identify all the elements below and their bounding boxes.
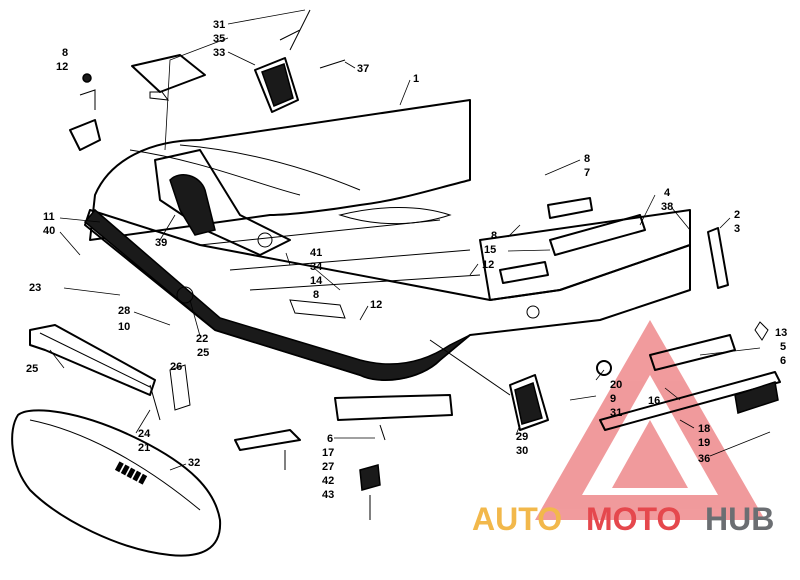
- watermark-hub: HUB: [705, 501, 774, 537]
- right-parts: [429, 197, 781, 431]
- callout-25: 25: [197, 347, 209, 359]
- callout-29: 29: [516, 431, 528, 443]
- callout-42: 42: [322, 475, 334, 487]
- callout-28: 28: [118, 305, 130, 317]
- callouts: 31 35 33 37 8 12 1 8 7 11 40 39 4 38 2 3…: [26, 19, 787, 501]
- callout-10: 10: [118, 321, 130, 333]
- svg-text:▮▮▮▮▮: ▮▮▮▮▮: [114, 458, 150, 486]
- callout-40: 40: [43, 225, 55, 237]
- callout-24: 24: [138, 428, 151, 440]
- vent-cover: [131, 54, 206, 93]
- callout-8: 8: [584, 153, 590, 165]
- watermark-moto: MOTO: [586, 501, 681, 537]
- watermark-triangle-inner: [612, 420, 688, 488]
- callout-8: 8: [313, 289, 319, 301]
- callout-31: 31: [213, 19, 225, 31]
- callout-11: 11: [43, 211, 55, 223]
- left-parts: ▮▮▮▮▮: [11, 324, 222, 557]
- callout-12: 12: [482, 259, 494, 271]
- callout-12: 12: [370, 299, 382, 311]
- callout-41: 41: [310, 247, 322, 259]
- nose-cone: [11, 409, 222, 557]
- callout-39: 39: [155, 237, 167, 249]
- callout-6: 6: [327, 433, 333, 445]
- callout-8: 8: [491, 230, 497, 242]
- callout-33: 33: [213, 47, 225, 59]
- callout-37: 37: [357, 63, 369, 75]
- callout-3: 3: [734, 223, 740, 235]
- top-parts: [69, 9, 346, 151]
- callout-7: 7: [584, 167, 590, 179]
- callout-35: 35: [213, 33, 225, 45]
- console-block: [154, 149, 291, 256]
- watermark-triangle: [535, 320, 765, 520]
- callout-25: 25: [26, 363, 38, 375]
- lower-parts: [234, 394, 453, 520]
- lower-strip: [334, 394, 453, 421]
- callout-16: 16: [648, 395, 660, 407]
- bumper-bar: [29, 324, 156, 396]
- callout-36: 36: [698, 453, 710, 465]
- watermark-auto: AUTO: [472, 501, 562, 537]
- callout-34: 34: [310, 261, 323, 273]
- callout-6: 6: [780, 355, 786, 367]
- callout-31: 31: [610, 407, 622, 419]
- watermark-text: AUTO MOTO HUB: [472, 501, 774, 537]
- callout-8: 8: [62, 47, 68, 59]
- callout-4: 4: [664, 187, 671, 199]
- hood-outline: [89, 99, 471, 241]
- side-panel-dark: [83, 208, 471, 381]
- callout-13: 13: [775, 327, 787, 339]
- callout-30: 30: [516, 445, 528, 457]
- leader-lines: [49, 9, 771, 471]
- callout-19: 19: [698, 437, 710, 449]
- callout-1: 1: [413, 73, 419, 85]
- callout-26: 26: [170, 361, 182, 373]
- callout-23: 23: [29, 282, 41, 294]
- callout-43: 43: [322, 489, 334, 501]
- callout-5: 5: [780, 341, 786, 353]
- boot-lower: [509, 374, 549, 431]
- callout-9: 9: [610, 393, 616, 405]
- callout-32: 32: [188, 457, 200, 469]
- watermark-logo: [535, 320, 765, 520]
- callout-38: 38: [661, 201, 673, 213]
- callout-27: 27: [322, 461, 334, 473]
- callout-21: 21: [138, 442, 150, 454]
- boot-part: [254, 57, 299, 113]
- callout-15: 15: [484, 244, 496, 256]
- callout-18: 18: [698, 423, 710, 435]
- callout-14: 14: [310, 275, 323, 287]
- callout-2: 2: [734, 209, 740, 221]
- callout-17: 17: [322, 447, 334, 459]
- callout-22: 22: [196, 333, 208, 345]
- callout-20: 20: [610, 379, 622, 391]
- hood-assembly: [83, 99, 691, 381]
- callout-12: 12: [56, 61, 68, 73]
